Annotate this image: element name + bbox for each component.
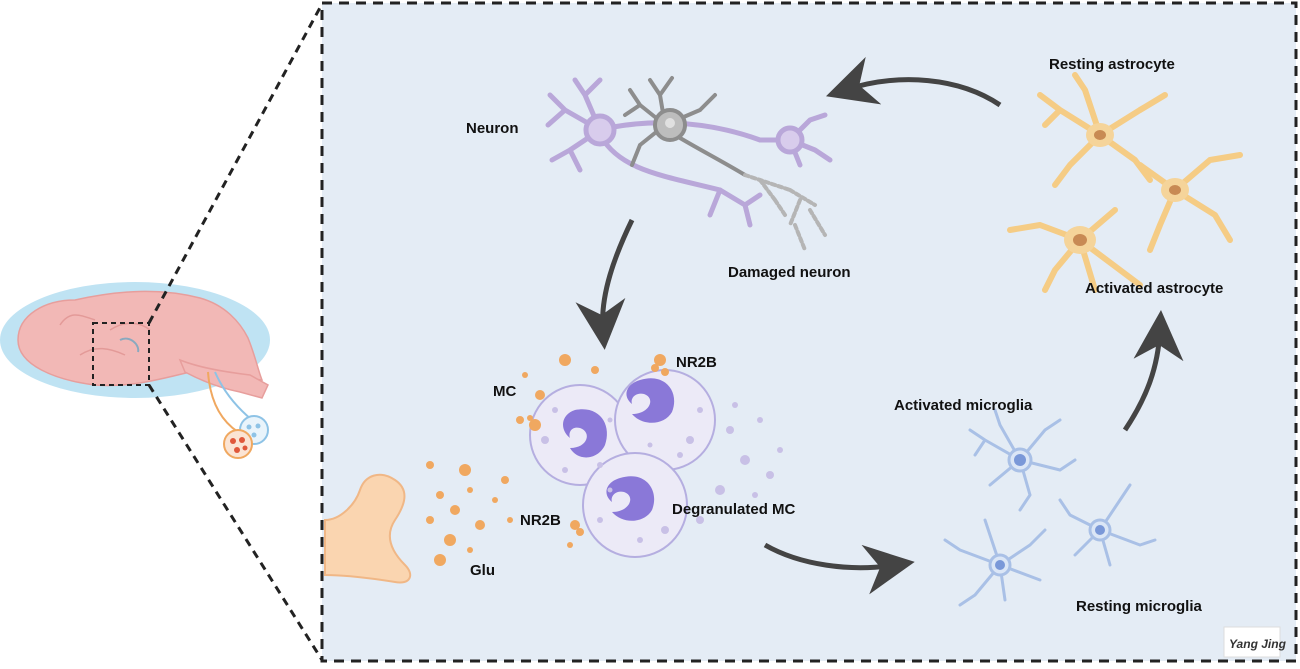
label-neuron: Neuron: [466, 120, 519, 137]
arrow-microglia-to-astrocyte: [1122, 310, 1184, 432]
label-mc: MC: [493, 383, 516, 400]
label-degranulated-mc: Degranulated MC: [672, 501, 796, 518]
label-resting-microglia: Resting microglia: [1076, 598, 1203, 615]
label-activated-astrocyte: Activated astrocyte: [1085, 280, 1223, 297]
granules: [541, 402, 783, 543]
signature-box: [1223, 626, 1281, 658]
label-damaged-neuron: Damaged neuron: [728, 264, 851, 281]
microglia-nuclei: [995, 454, 1105, 570]
arrow-astrocyte-to-neuron: [825, 56, 1002, 108]
damaged-neuron-icon: [623, 76, 827, 252]
brain-icon: [0, 282, 270, 459]
label-glu: Glu: [470, 562, 495, 579]
neuron-icon: [545, 77, 833, 228]
label-activated-microglia: Activated microglia: [894, 397, 1033, 414]
arrow-neuron-to-mc: [575, 218, 635, 350]
zoom-line-top: [147, 3, 324, 324]
zoom-line-bottom: [147, 384, 324, 661]
orange-granules: [426, 354, 669, 566]
label-nr2b-top: NR2B: [676, 354, 717, 371]
label-nr2b-bottom: NR2B: [520, 512, 561, 529]
astrocyte-bodies: [1064, 123, 1189, 254]
arrow-mc-to-microglia: [763, 542, 915, 595]
synapse-icon: [324, 473, 412, 584]
astrocyte-icon: [1007, 72, 1243, 293]
label-resting-astrocyte: Resting astrocyte: [1049, 56, 1175, 73]
signature: Yang Jing: [1229, 637, 1287, 651]
